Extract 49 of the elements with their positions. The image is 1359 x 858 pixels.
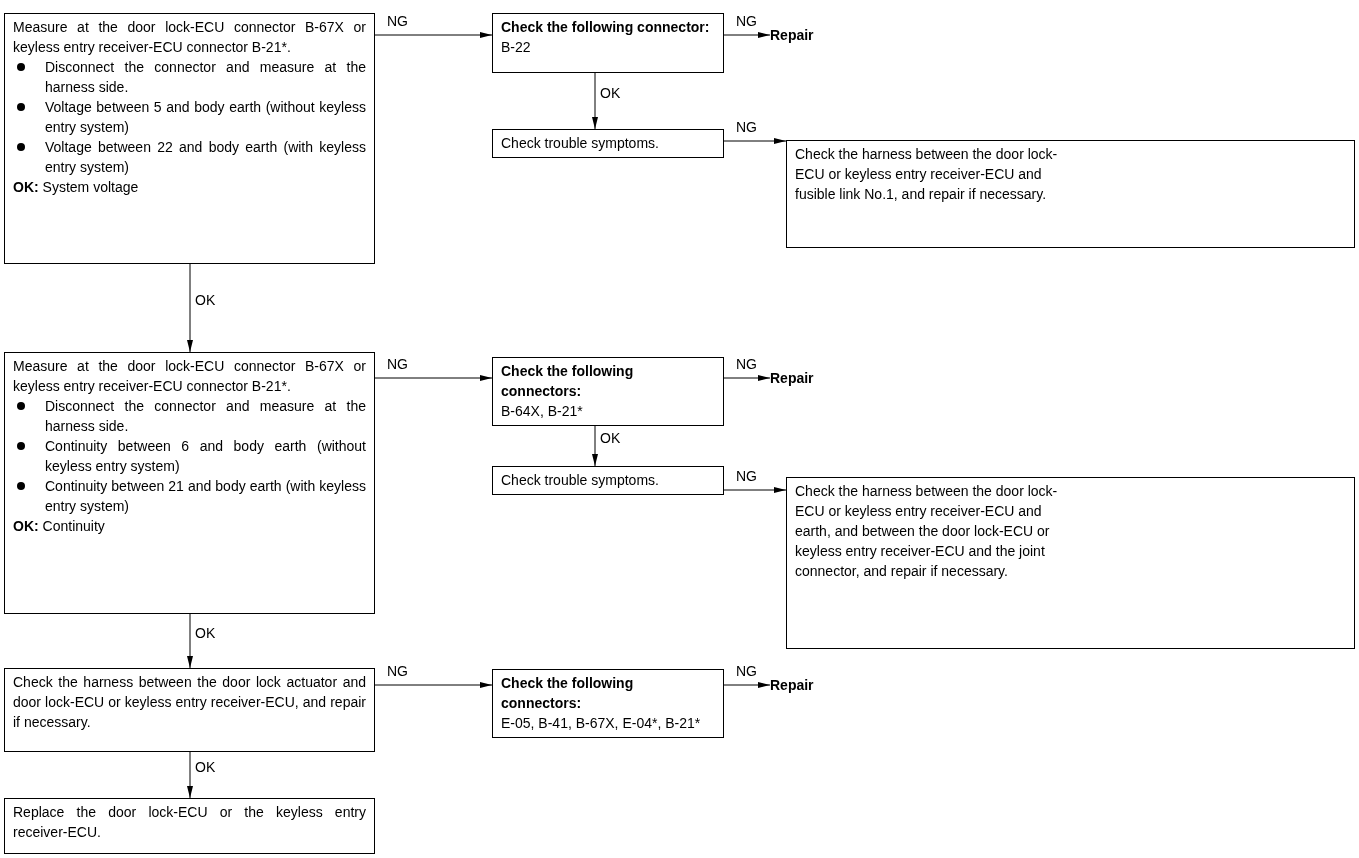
body-text: OK: System voltage (13, 179, 139, 195)
arrow (723, 138, 787, 144)
process-box (4, 798, 375, 854)
arrow (723, 375, 771, 381)
process-box (4, 352, 375, 614)
arrow (723, 682, 771, 688)
process-box (4, 668, 375, 752)
body-text: OK: Continuity (13, 518, 105, 534)
body-text: Check the harness between the door lock-ECU or keyless entry receiver-ECU and earth, and between the door lock-ECU or keyless entry receiver-ECU and the joint connector, and repair if necessary. (795, 483, 1058, 579)
result-text: Repair (770, 677, 814, 693)
bullet-text: Disconnect the connector and measure at the harness side. (45, 59, 366, 95)
arrow (723, 487, 787, 493)
bullet-text: Continuity between 21 and body earth (with keyless entry system) (45, 478, 366, 514)
body-text: Check the harness between the door lock actuator and door lock-ECU or keyless entry receiver-ECU, and repair if necessary. (13, 674, 366, 730)
result-text: Repair (770, 370, 814, 386)
arrow (592, 72, 598, 130)
bullet-text: Voltage between 22 and body earth (with keyless entry system) (45, 139, 366, 175)
body-text: B-64X, B-21* (501, 403, 583, 419)
body-text: E-05, B-41, B-67X, E-04*, B-21* (501, 715, 701, 731)
check-box (492, 669, 724, 738)
arrow (374, 375, 493, 381)
bullet-text: Continuity between 6 and body earth (without keyless entry system) (45, 438, 366, 474)
bullet-text: Voltage between 5 and body earth (without keyless entry system) (45, 99, 366, 135)
body-text: B-22 (501, 39, 531, 55)
heading-text: Check the following connectors: (501, 363, 634, 399)
body-text: Replace the door lock-ECU or the keyless entry receiver-ECU. (13, 804, 366, 840)
arrow (187, 751, 193, 799)
arrow (374, 32, 493, 38)
bullet-text: Disconnect the connector and measure at the harness side. (45, 398, 366, 434)
check-box (492, 357, 724, 426)
body-text: Measure at the door lock-ECU connector B-67X or keyless entry receiver-ECU connector B-21*. (13, 358, 366, 394)
body-text: Measure at the door lock-ECU connector B-67X or keyless entry receiver-ECU connector B-21*. (13, 19, 366, 55)
heading-text: Check the following connectors: (501, 675, 634, 711)
heading-text: Check the following connector: (501, 19, 710, 35)
arrow (723, 32, 771, 38)
body-text: Check trouble symptoms. (501, 472, 659, 488)
arrow (592, 425, 598, 467)
process-box (4, 13, 375, 264)
action-box (786, 140, 1355, 248)
process-box (492, 129, 724, 158)
result-text: Repair (770, 27, 814, 43)
arrow (374, 682, 493, 688)
arrow (187, 613, 193, 669)
body-text: Check the harness between the door lock-ECU or keyless entry receiver-ECU and fusible link No.1, and repair if necessary. (795, 146, 1058, 202)
body-text: Check trouble symptoms. (501, 135, 659, 151)
check-box (492, 13, 724, 73)
process-box (492, 466, 724, 495)
arrow (187, 263, 193, 353)
action-box (786, 477, 1355, 649)
